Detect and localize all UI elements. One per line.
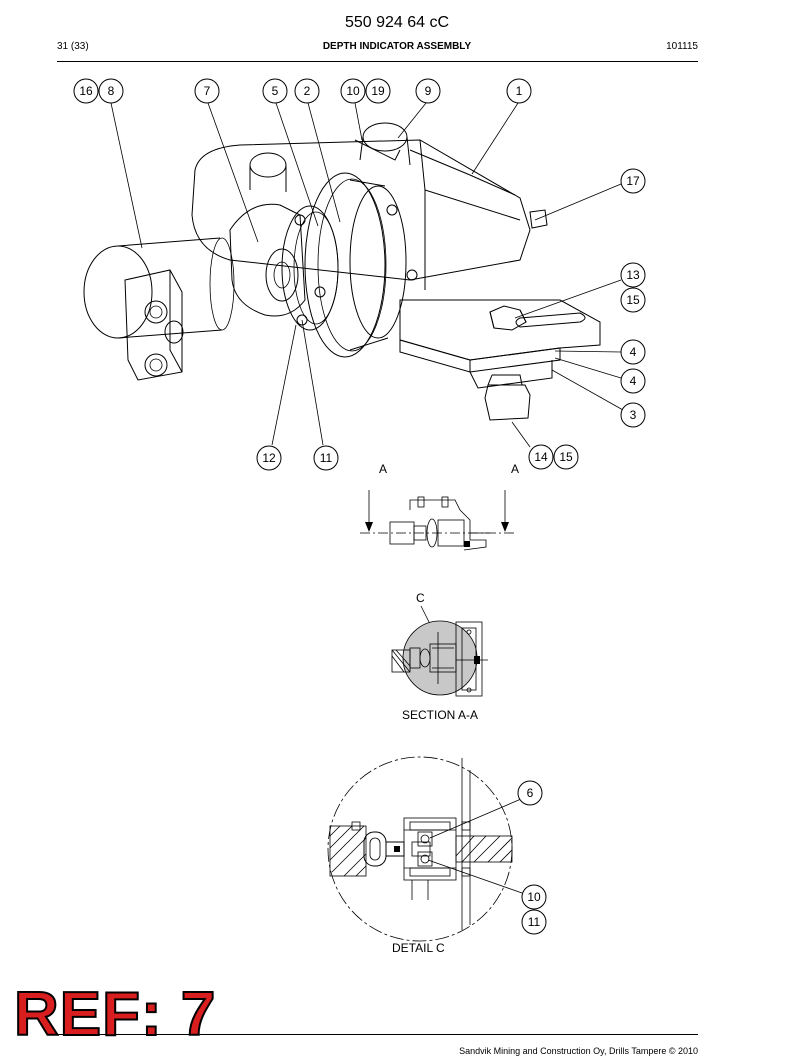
svg-text:4: 4 <box>630 374 637 388</box>
detail-c: DETAIL C <box>327 756 523 955</box>
section-a-a: C SECTION A-A <box>391 591 488 722</box>
callout-5: 5 <box>262 78 288 104</box>
callout-13: 13 <box>620 262 646 288</box>
ref-stamp: REF: 7 <box>13 980 217 1049</box>
svg-text:8: 8 <box>108 84 115 98</box>
page-count: 31 (33) <box>57 41 89 52</box>
svg-text:5: 5 <box>272 84 279 98</box>
footer-rule <box>57 1034 698 1035</box>
callout-10: 10 <box>340 78 366 104</box>
callout-2: 2 <box>294 78 320 104</box>
svg-text:13: 13 <box>626 268 640 282</box>
svg-text:3: 3 <box>630 408 637 422</box>
main-view <box>83 122 601 421</box>
svg-text:15: 15 <box>559 450 573 464</box>
callout-19: 19 <box>365 78 391 104</box>
callout-9: 9 <box>415 78 441 104</box>
detail-caption: DETAIL C <box>392 941 445 955</box>
callout-8: 8 <box>98 78 124 104</box>
callout-16: 16 <box>73 78 99 104</box>
callout-10: 10 <box>521 884 547 910</box>
callout-3: 3 <box>620 402 646 428</box>
callout-14: 14 <box>528 444 554 470</box>
svg-text:10: 10 <box>527 890 541 904</box>
svg-text:10: 10 <box>346 84 360 98</box>
leader-lines <box>110 102 624 448</box>
page-title: DEPTH INDICATOR ASSEMBLY <box>322 41 472 52</box>
document-date: 101115 <box>666 41 698 52</box>
cut-label-right: A <box>511 462 519 476</box>
svg-text:17: 17 <box>626 174 640 188</box>
callout-12: 12 <box>256 445 282 471</box>
svg-text:2: 2 <box>304 84 311 98</box>
callout-15: 15 <box>620 287 646 313</box>
callout-1: 1 <box>506 78 532 104</box>
svg-text:14: 14 <box>534 450 548 464</box>
header-rule <box>57 61 698 62</box>
callout-15: 15 <box>553 444 579 470</box>
footer-copyright: Sandvik Mining and Construction Oy, Dril… <box>459 1046 698 1056</box>
section-cut-view: A A <box>360 462 519 551</box>
svg-text:7: 7 <box>204 84 211 98</box>
callout-11: 11 <box>313 445 339 471</box>
callout-17: 17 <box>620 168 646 194</box>
callout-7: 7 <box>194 78 220 104</box>
callout-4: 4 <box>620 339 646 365</box>
detail-marker-c: C <box>416 591 425 605</box>
cut-label-left: A <box>379 462 387 476</box>
callout-11: 11 <box>521 909 547 935</box>
svg-text:15: 15 <box>626 293 640 307</box>
svg-text:6: 6 <box>527 786 534 800</box>
callout-6: 6 <box>517 780 543 806</box>
svg-text:1: 1 <box>516 84 523 98</box>
svg-text:11: 11 <box>320 451 333 465</box>
document-number: 550 924 64 cC <box>344 14 450 31</box>
section-caption: SECTION A-A <box>402 708 478 722</box>
svg-text:11: 11 <box>528 915 541 929</box>
svg-text:9: 9 <box>425 84 432 98</box>
svg-text:16: 16 <box>79 84 93 98</box>
svg-text:12: 12 <box>262 451 276 465</box>
svg-text:19: 19 <box>371 84 385 98</box>
svg-text:4: 4 <box>630 345 637 359</box>
callout-4: 4 <box>620 368 646 394</box>
